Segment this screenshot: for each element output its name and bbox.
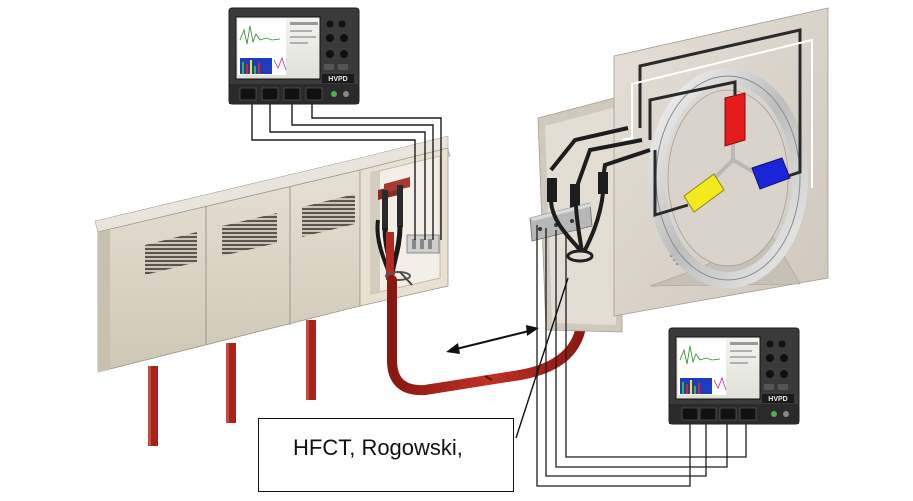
oscilloscope-top: HVPD xyxy=(228,7,360,105)
motor-wall-panel xyxy=(537,7,829,333)
hv-cable xyxy=(387,247,590,396)
scope-right-brand: HVPD xyxy=(768,396,787,403)
phase-winding-blue xyxy=(751,157,791,190)
hfct-sensor-icon xyxy=(566,249,594,263)
phase-winding-red xyxy=(724,92,746,147)
switchgear-cabinet xyxy=(94,135,451,446)
scope-top-brand: HVPD xyxy=(328,76,347,83)
sensor-caption-text: HFCT, Rogowski, xyxy=(293,435,463,460)
cabinet-vent-louvres xyxy=(145,194,355,275)
sensor-caption-box: HFCT, Rogowski, xyxy=(258,418,514,492)
double-arrow-icon xyxy=(446,325,539,354)
measurement-leads xyxy=(251,102,747,487)
oscilloscope-right: HVPD xyxy=(668,327,800,425)
motor-terminal-box xyxy=(529,126,651,263)
cabinet-cable-terminations xyxy=(375,177,413,286)
phase-winding-yellow xyxy=(683,173,725,213)
caption-pointer-line xyxy=(515,277,569,439)
cabinet-support-legs xyxy=(148,320,316,446)
